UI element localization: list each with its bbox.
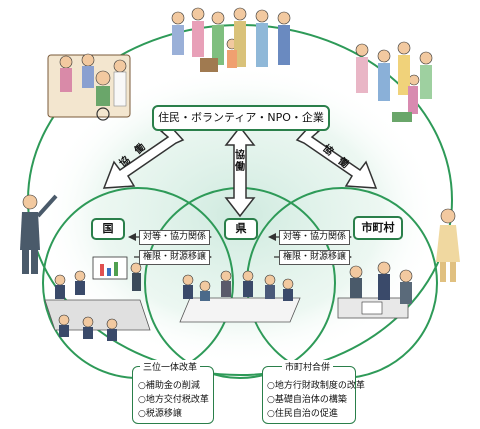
relation-left-transfer: 権限・財源移譲 <box>139 250 211 265</box>
crowd-illustration <box>171 7 291 72</box>
relation-right-transfer: 権限・財源移譲 <box>279 250 351 265</box>
cooperation-label-center: 協 働 <box>235 150 255 173</box>
presenter-illustration <box>20 194 58 274</box>
office-discussion-illustration <box>337 261 413 319</box>
elderly-care-group-illustration <box>47 53 131 121</box>
round-table-illustration <box>179 270 301 323</box>
panel-sanmi-item: ○地方交付税改革 <box>138 395 209 405</box>
relation-right-equal: 対等・協力関係 <box>279 230 351 245</box>
cooperation-arrow-right <box>295 127 378 189</box>
panel-sanmi <box>132 366 214 424</box>
node-kuni: 国 <box>91 218 125 240</box>
relation-left-equal: 対等・協力関係 <box>139 230 211 245</box>
cooperation-arrow-left <box>102 127 185 189</box>
meeting-room-illustration <box>44 256 151 341</box>
panel-sanmi-item: ○税源移譲 <box>138 409 182 419</box>
family-illustration <box>355 41 433 122</box>
woman-illustration <box>436 208 460 282</box>
panel-sanmi-title: 三位一体改革 <box>140 360 201 373</box>
panel-gappei-item: ○住民自治の促進 <box>267 409 338 419</box>
panel-gappei-item: ○基礎自治体の構築 <box>267 395 347 405</box>
panel-gappei-title: 市町村合併 <box>282 360 334 373</box>
cooperation-arrow-center <box>224 125 256 218</box>
node-ken: 県 <box>224 218 258 240</box>
panel-sanmi-item: ○補助金の削減 <box>138 381 200 391</box>
citizens-box: 住民・ボランティア・NPO・企業 <box>152 105 330 131</box>
panel-gappei-item: ○地方行財政制度の改革 <box>267 381 365 391</box>
node-shichouson: 市町村 <box>353 216 403 240</box>
